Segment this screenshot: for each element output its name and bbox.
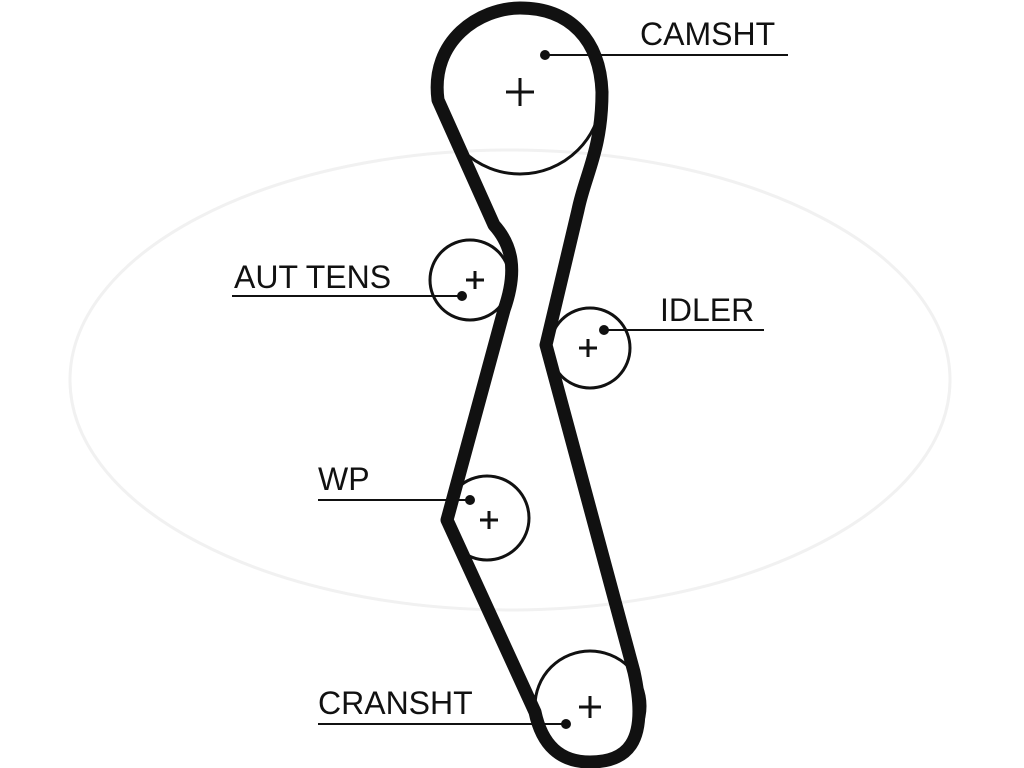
pulleys	[428, 8, 647, 763]
idler-label: IDLER	[660, 292, 754, 328]
crankshaft-label: CRANSHT	[318, 685, 473, 721]
water-pump-leader	[318, 495, 475, 505]
idler-center-cross	[579, 339, 597, 357]
background-watermark	[68, 148, 952, 612]
water-pump-label: WP	[318, 461, 370, 497]
camshaft-leader	[540, 50, 788, 60]
camshaft-label: CAMSHT	[640, 16, 775, 52]
idler-leader	[599, 325, 764, 335]
tensioner-leader	[232, 291, 467, 301]
water-pump-center-cross	[480, 511, 498, 529]
crankshaft-leader	[318, 719, 571, 729]
camshaft-center-cross	[506, 78, 534, 106]
crankshaft-center-cross	[579, 696, 601, 718]
pulley-centers	[466, 78, 601, 718]
leader-lines	[232, 50, 788, 729]
tensioner-center-cross	[466, 271, 484, 289]
auto-tensioner-label: AUT TENS	[234, 259, 391, 295]
timing-belt	[430, 1, 646, 768]
